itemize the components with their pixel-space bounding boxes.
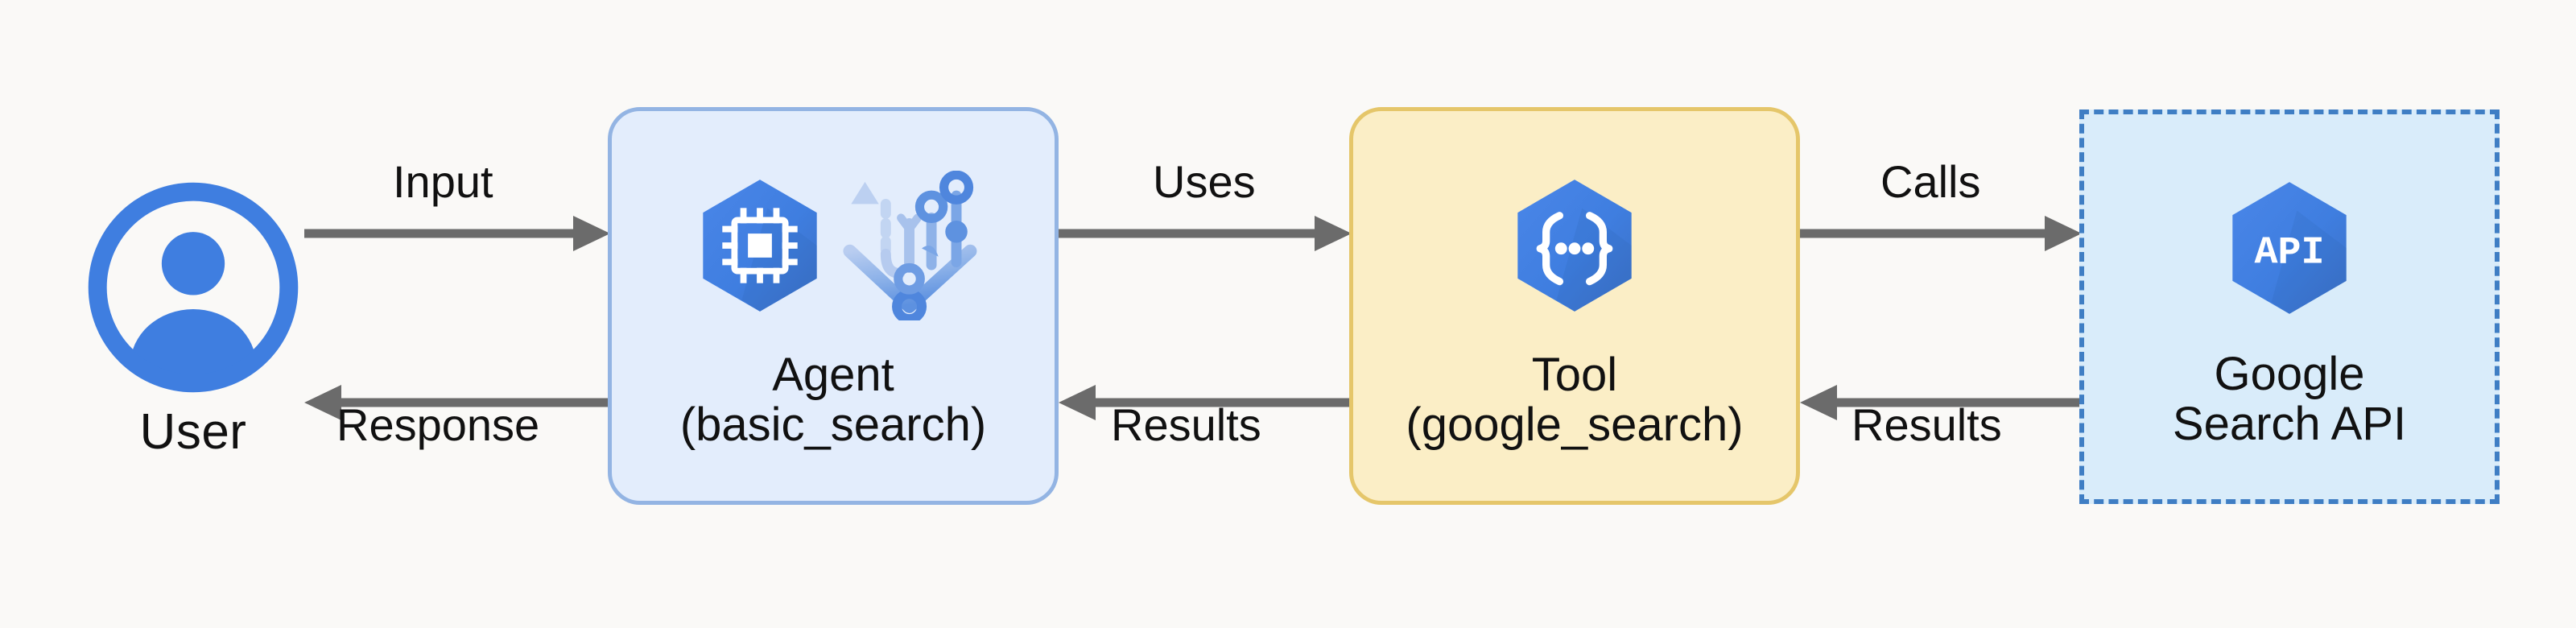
edge-results-api-to-tool bbox=[1800, 354, 2082, 451]
code-braces-hexagon-icon bbox=[1500, 171, 1649, 324]
edge-calls bbox=[1800, 185, 2082, 282]
node-user[interactable]: User bbox=[72, 173, 314, 463]
api-hexagon-icon-text: API bbox=[2254, 231, 2324, 275]
edge-uses bbox=[1059, 185, 1352, 282]
agent-workflow-icon bbox=[843, 171, 981, 324]
edge-results-tool-to-agent bbox=[1059, 354, 1352, 451]
node-google-search-api[interactable]: API Google Search API bbox=[2079, 109, 2500, 504]
api-hexagon-icon: API bbox=[2215, 173, 2364, 327]
cpu-chip-hexagon-icon bbox=[685, 171, 835, 324]
tool-icon-group bbox=[1500, 173, 1649, 323]
node-google-search-api-label: Google Search API bbox=[2172, 347, 2407, 450]
agent-icon-group bbox=[685, 171, 981, 324]
edge-calls-label: Calls bbox=[1880, 156, 1981, 207]
edge-uses-label: Uses bbox=[1153, 156, 1256, 207]
edge-results-tool-to-agent-label: Results bbox=[1111, 399, 1261, 450]
edge-response bbox=[304, 354, 610, 451]
edge-response-label: Response bbox=[336, 399, 540, 450]
node-agent-label: Agent (basic_search) bbox=[679, 348, 987, 451]
edge-input-label: Input bbox=[393, 156, 493, 207]
node-user-label: User bbox=[139, 404, 247, 460]
node-tool-label: Tool (google_search) bbox=[1406, 348, 1744, 451]
edge-input bbox=[304, 185, 610, 282]
node-tool[interactable]: Tool (google_search) bbox=[1349, 107, 1800, 505]
user-avatar-icon bbox=[85, 179, 302, 396]
api-icon-group: API bbox=[2215, 176, 2364, 325]
edge-results-api-to-tool-label: Results bbox=[1852, 399, 2002, 450]
node-agent[interactable]: Agent (basic_search) bbox=[608, 107, 1059, 505]
